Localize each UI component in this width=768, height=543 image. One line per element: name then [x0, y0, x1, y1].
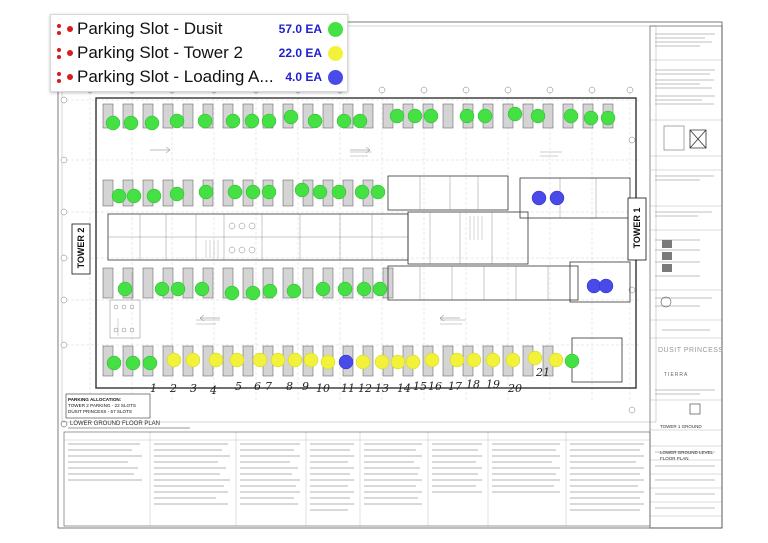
legend-label: Parking Slot - Loading A... [77, 67, 274, 86]
allocation-line: DUSIT PRINCESS - 57 SLOTS [68, 409, 132, 414]
brand-name: DUSIT PRINCESS [658, 347, 724, 354]
list-bullet-icon [57, 23, 61, 35]
bullet-icon [67, 26, 73, 32]
brand-subtitle: TIERRA [664, 372, 689, 378]
loading-slot-markers [338, 190, 614, 370]
tower-1-label: TOWER 1 [632, 207, 642, 249]
legend-count: 22.0 EA [278, 46, 322, 60]
legend-label: Parking Slot - Dusit [77, 19, 223, 38]
drawing-title: LOWER GROUND FLOOR PLAN [70, 421, 161, 427]
legend-item-dusit[interactable]: Parking Slot - Dusit 57.0 EA [57, 18, 343, 40]
legend-swatch [328, 69, 343, 85]
slot-number: 21 [536, 366, 550, 379]
slot-number: 15 [413, 380, 427, 393]
slot-number: 9 [302, 380, 309, 393]
slot-number: 17 [448, 380, 462, 393]
tower-ground-label: TOWER 1 GROUND [660, 424, 702, 429]
slot-number: 16 [428, 380, 442, 393]
slot-number: 19 [486, 378, 500, 391]
allocation-line: TOWER 2 PARKING - 22 SLOTS [68, 403, 136, 408]
list-bullet-icon [57, 47, 61, 59]
legend-count: 4.0 EA [285, 70, 322, 84]
legend-swatch [328, 45, 343, 61]
slot-number: 5 [235, 380, 242, 393]
slot-number: 13 [375, 382, 389, 395]
legend-item-loading-area[interactable]: Parking Slot - Loading A... 4.0 EA [57, 66, 343, 88]
tower2-slot-markers [166, 350, 564, 370]
tower-2-label: TOWER 2 [76, 227, 86, 269]
sheet-title: LOWER GROUND LEVEL FLOOR PLAN [660, 450, 713, 461]
bullet-icon [67, 50, 73, 56]
dusit-slot-markers [105, 106, 616, 371]
parking-allocation-note: PARKING ALLOCATION: TOWER 2 PARKING - 22… [68, 397, 148, 417]
allocation-heading: PARKING ALLOCATION: [68, 397, 122, 402]
slot-number: 14 [397, 382, 411, 395]
slot-number: 2 [170, 382, 177, 395]
legend-swatch [328, 21, 343, 37]
slot-number: 8 [286, 380, 293, 393]
legend-panel: Parking Slot - Dusit 57.0 EA Parking Slo… [50, 14, 348, 92]
slot-number: 11 [341, 382, 355, 395]
slot-number: 20 [508, 382, 522, 395]
legend-label: Parking Slot - Tower 2 [77, 43, 243, 62]
slot-number: 1 [150, 382, 157, 395]
slot-number: 12 [358, 382, 372, 395]
list-bullet-icon [57, 71, 61, 83]
slot-number: 4 [210, 384, 217, 397]
legend-count: 57.0 EA [278, 22, 322, 36]
slot-number: 7 [265, 380, 272, 393]
bullet-icon [67, 74, 73, 80]
slot-number: 6 [254, 380, 261, 393]
slot-number: 18 [466, 378, 480, 391]
title-block-text: TOWER 1 GROUND [660, 424, 720, 430]
slot-number: 3 [190, 382, 197, 395]
legend-item-tower-2[interactable]: Parking Slot - Tower 2 22.0 EA [57, 42, 343, 64]
slot-number: 10 [316, 382, 330, 395]
